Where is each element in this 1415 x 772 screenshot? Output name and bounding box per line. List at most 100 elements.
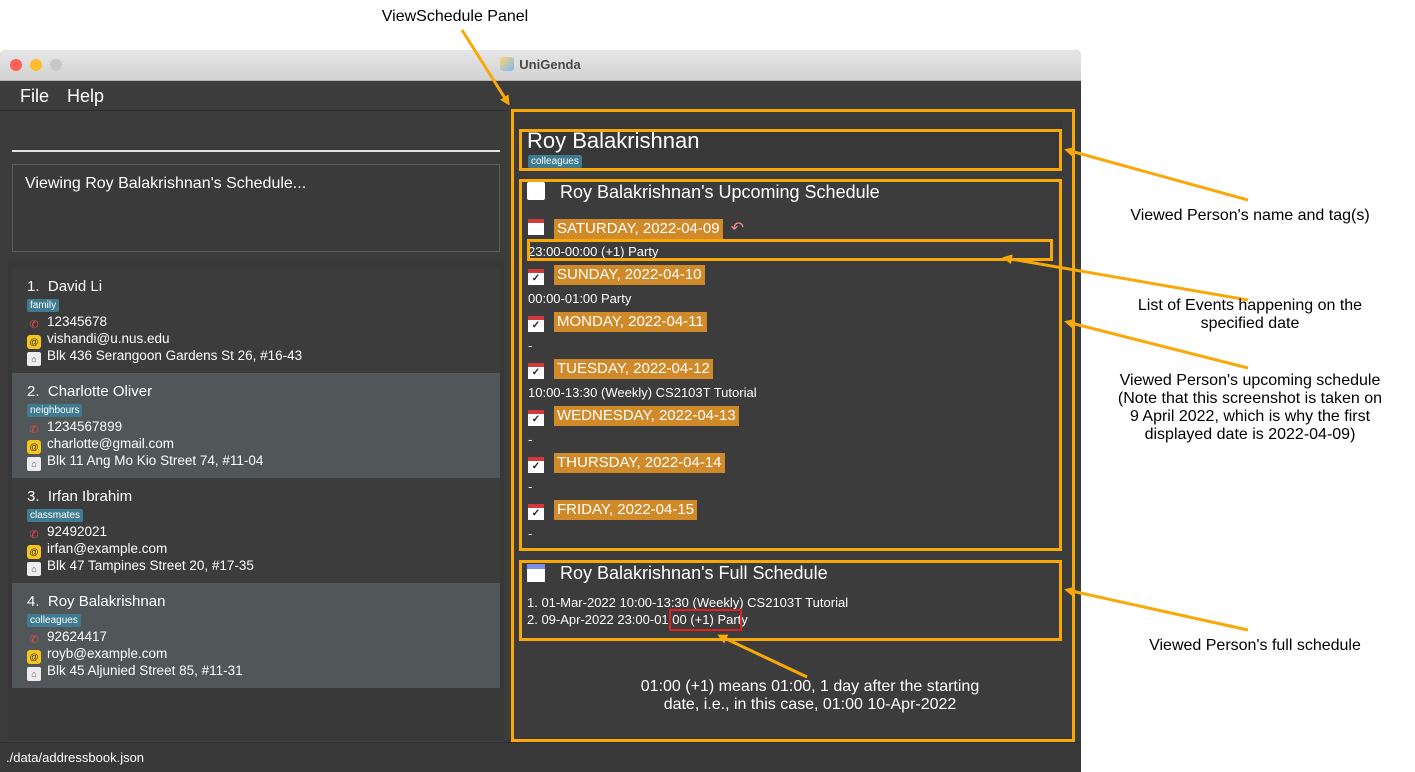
arrow-panel — [460, 29, 510, 106]
phone-icon: ✆ — [29, 529, 39, 541]
clock-calendar-icon — [527, 182, 545, 200]
annotation-panel-box — [511, 109, 1075, 742]
person-email: @royb@example.com — [27, 646, 167, 664]
address-icon: ⌂ — [27, 352, 41, 366]
phone-icon: ✆ — [29, 634, 39, 646]
day-events: 23:00-00:00 (+1) Party — [528, 244, 659, 259]
person-tag: colleagues — [27, 614, 81, 627]
arrow-upcoming — [1064, 318, 1249, 370]
arrow-name-tag — [1064, 147, 1249, 202]
person-card[interactable]: 4. Roy Balakrishnan colleagues ✆92624417… — [12, 583, 500, 688]
person-phone: ✆92624417 — [27, 629, 107, 647]
person-name: 2. Charlotte Oliver — [27, 383, 153, 400]
status-bar: ./data/addressbook.json — [0, 742, 1081, 772]
person-address: ⌂Blk 436 Serangoon Gardens St 26, #16-43 — [27, 348, 302, 366]
person-email: @irfan@example.com — [27, 541, 167, 559]
calendar-check-icon: ✓ — [528, 363, 544, 379]
person-name: 4. Roy Balakrishnan — [27, 593, 166, 610]
person-card[interactable]: 1. David Li family ✆12345678 @vishandi@u… — [12, 268, 500, 373]
calendar-icon — [528, 219, 544, 235]
status-file-path: ./data/addressbook.json — [6, 750, 145, 765]
person-card[interactable]: 3. Irfan Ibrahim classmates ✆92492021 @i… — [12, 478, 500, 583]
viewed-person-name: Roy Balakrishnan — [527, 128, 700, 153]
full-schedule-item: 2. 09-Apr-2022 23:00-01:00 (+1) Party — [527, 612, 748, 627]
person-tag: family — [27, 299, 60, 312]
menu-file[interactable]: File — [20, 86, 50, 106]
command-input[interactable] — [12, 150, 500, 152]
email-icon: @ — [27, 335, 41, 349]
person-address: ⌂Blk 11 Ang Mo Kio Street 74, #11-04 — [27, 453, 263, 471]
annotation-full-box — [519, 560, 1062, 641]
annotation-panel-label: ViewSchedule Panel — [381, 8, 529, 25]
annotation-upcoming-box — [519, 179, 1062, 551]
person-card[interactable]: 2. Charlotte Oliver neighbours ✆12345678… — [12, 373, 500, 478]
annotation-upcoming-label: Viewed Person's upcoming schedule (Note … — [1117, 372, 1383, 443]
annotation-plus1-label: 01:00 (+1) means 01:00, 1 day after the … — [640, 678, 980, 713]
full-schedule-title: Roy Balakrishnan's Full Schedule — [560, 563, 828, 583]
window-title: UniGenda — [519, 57, 581, 72]
person-phone: ✆1234567899 — [27, 419, 122, 437]
address-icon: ⌂ — [27, 457, 41, 471]
annotation-plus1-box — [669, 609, 742, 631]
person-tag: classmates — [27, 509, 84, 522]
person-phone: ✆92492021 — [27, 524, 107, 542]
phone-icon: ✆ — [29, 319, 39, 331]
annotation-events-label: List of Events happening on the specifie… — [1137, 297, 1363, 332]
calendar-icon — [527, 564, 545, 582]
calendar-check-icon: ✓ — [528, 269, 544, 285]
arrow-events — [1002, 254, 1249, 302]
view-schedule-panel: Roy Balakrishnan colleagues Roy Balakris… — [512, 110, 1074, 742]
result-text: Viewing Roy Balakrishnan's Schedule... — [25, 175, 307, 192]
person-list[interactable]: 1. David Li family ✆12345678 @vishandi@u… — [8, 260, 504, 740]
day-header: ✓MONDAY, 2022-04-11 — [528, 312, 707, 332]
minimize-window-button[interactable] — [30, 59, 42, 71]
zoom-window-button[interactable] — [50, 59, 62, 71]
person-address: ⌂Blk 45 Aljunied Street 85, #11-31 — [27, 663, 243, 681]
day-header: ✓TUESDAY, 2022-04-12 — [528, 359, 713, 379]
annotation-full-label: Viewed Person's full schedule — [1149, 637, 1361, 654]
arrow-plus1 — [717, 634, 808, 679]
day-events: - — [528, 479, 533, 494]
address-icon: ⌂ — [27, 667, 41, 681]
close-window-button[interactable] — [10, 59, 22, 71]
day-header: ✓WEDNESDAY, 2022-04-13 — [528, 406, 739, 426]
person-phone: ✆12345678 — [27, 314, 107, 332]
email-icon: @ — [27, 440, 41, 454]
window-title-wrap: UniGenda — [0, 57, 1081, 72]
annotation-name-box — [519, 129, 1062, 171]
day-header: ✓SUNDAY, 2022-04-10 — [528, 265, 705, 285]
email-icon: @ — [27, 545, 41, 559]
viewed-person-tag: colleagues — [528, 155, 582, 168]
app-icon — [500, 57, 515, 71]
person-email: @charlotte@gmail.com — [27, 436, 174, 454]
person-address: ⌂Blk 47 Tampines Street 20, #17-35 — [27, 558, 254, 576]
viewed-person-header — [518, 120, 1062, 172]
upcoming-schedule-title: Roy Balakrishnan's Upcoming Schedule — [560, 182, 880, 202]
day-events: 10:00-13:30 (Weekly) CS2103T Tutorial — [528, 385, 757, 400]
person-name: 3. Irfan Ibrahim — [27, 488, 133, 505]
person-tag: neighbours — [27, 404, 83, 417]
calendar-check-icon: ✓ — [528, 504, 544, 520]
person-name: 1. David Li — [27, 278, 103, 295]
annotation-events-box — [527, 239, 1053, 261]
email-icon: @ — [27, 650, 41, 664]
phone-icon: ✆ — [29, 424, 39, 436]
menu-bar: File Help — [0, 81, 1081, 111]
day-header: ✓THURSDAY, 2022-04-14 — [528, 453, 725, 473]
day-events: 00:00-01:00 Party — [528, 291, 632, 306]
annotation-name-tag-label: Viewed Person's name and tag(s) — [1130, 207, 1370, 224]
full-schedule-item: 1. 01-Mar-2022 10:00-13:30 (Weekly) CS21… — [527, 595, 849, 610]
menu-help[interactable]: Help — [67, 86, 105, 106]
arrow-full — [1064, 586, 1249, 632]
reply-arrow-icon: ↶ — [730, 220, 744, 237]
day-header: ✓FRIDAY, 2022-04-15 — [528, 500, 698, 520]
address-icon: ⌂ — [27, 562, 41, 576]
calendar-check-icon: ✓ — [528, 410, 544, 426]
title-bar: UniGenda — [0, 50, 1081, 81]
calendar-check-icon: ✓ — [528, 316, 544, 332]
day-events: - — [528, 432, 533, 447]
day-header: SATURDAY, 2022-04-09↶ — [528, 218, 744, 239]
person-email: @vishandi@u.nus.edu — [27, 331, 170, 349]
day-events: - — [528, 526, 533, 541]
